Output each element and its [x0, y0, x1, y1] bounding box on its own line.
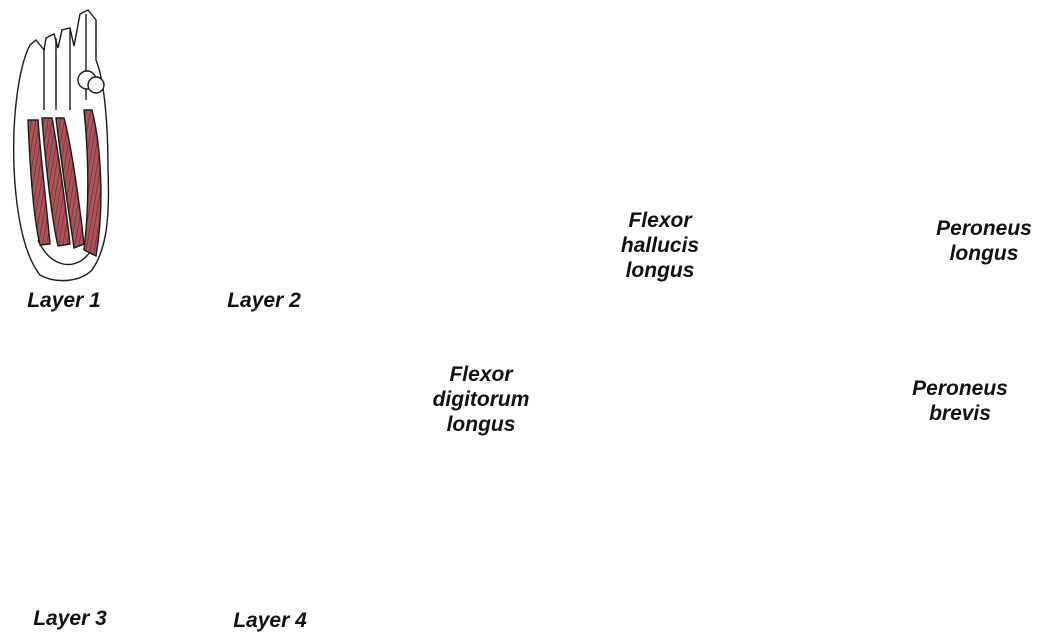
label-peroneus-brevis-line-1: Peroneus	[900, 376, 1020, 401]
label-layer-2: Layer 2	[204, 288, 324, 313]
label-peroneus-brevis: Peroneus brevis	[900, 376, 1020, 426]
label-layer-4: Layer 4	[210, 608, 330, 633]
label-peroneus-longus: Peroneus longus	[926, 216, 1042, 266]
label-flexor-digitorum-line-2: digitorum	[416, 387, 546, 412]
label-flexor-digitorum-line-1: Flexor	[416, 362, 546, 387]
label-peroneus-longus-line-2: longus	[926, 241, 1042, 266]
label-layer-3: Layer 3	[10, 606, 130, 631]
label-peroneus-longus-line-1: Peroneus	[926, 216, 1042, 241]
label-flexor-hallucis-line-3: longus	[600, 258, 720, 283]
label-flexor-hallucis-line-1: Flexor	[600, 208, 720, 233]
foot-layer-1	[14, 10, 109, 281]
label-flexor-hallucis-longus: Flexor hallucis longus	[600, 208, 720, 283]
label-flexor-digitorum-longus: Flexor digitorum longus	[416, 362, 546, 437]
label-flexor-digitorum-line-3: longus	[416, 412, 546, 437]
label-flexor-hallucis-line-2: hallucis	[600, 233, 720, 258]
label-layer-1: Layer 1	[4, 288, 124, 313]
label-peroneus-brevis-line-2: brevis	[900, 401, 1020, 426]
